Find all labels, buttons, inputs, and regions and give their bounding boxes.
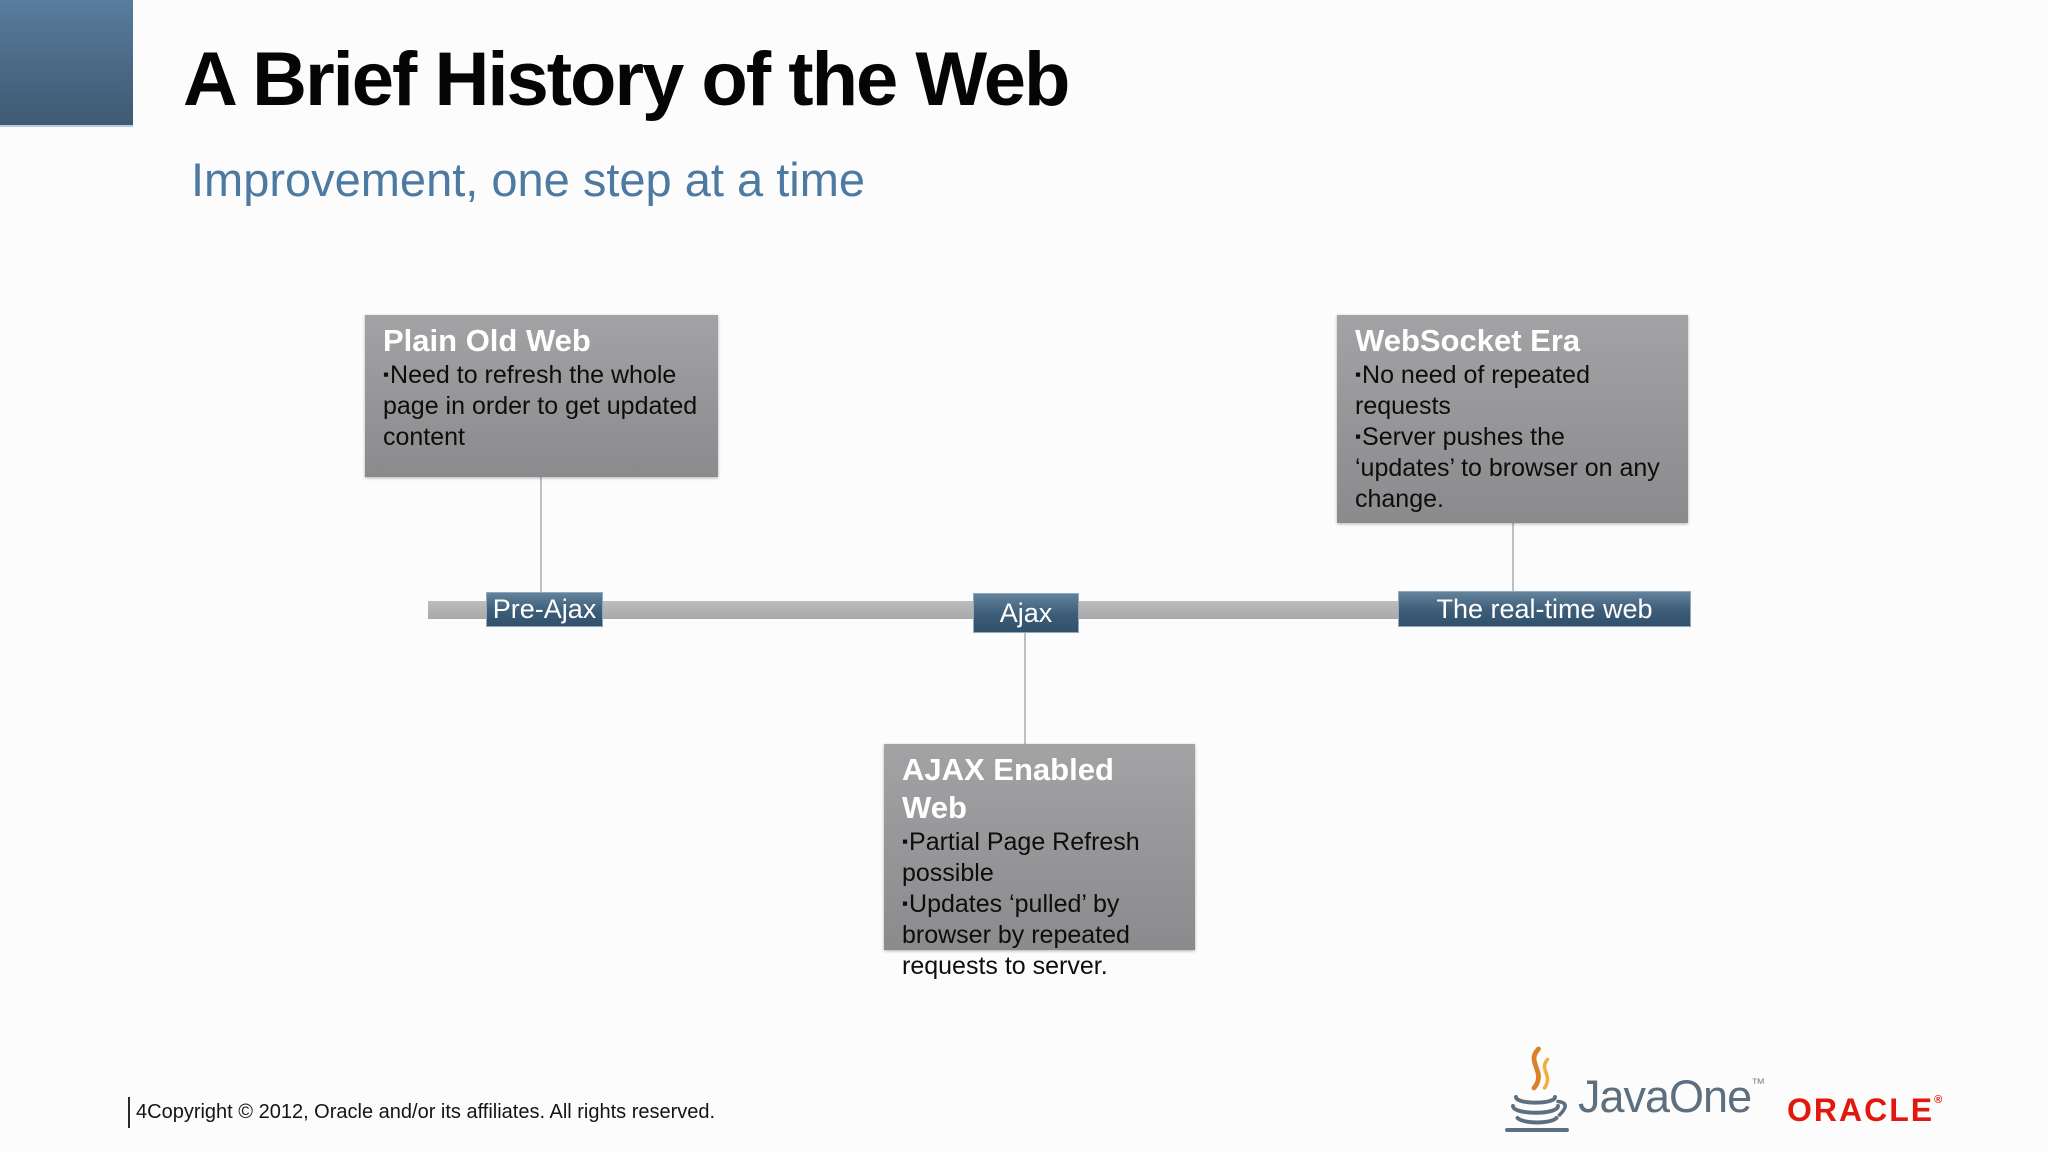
slide-number: 4 (136, 1101, 148, 1123)
connector-ajax (1024, 632, 1026, 744)
info-box-plain-old-web: Plain Old Web ▪Need to refresh the whole… (365, 315, 718, 477)
bullet-marker-icon: ▪ (1355, 364, 1362, 384)
bullet-item: ▪Partial Page Refresh possible (902, 827, 1179, 889)
page-title: A Brief History of the Web (183, 37, 1070, 122)
timeline-label-ajax: Ajax (973, 593, 1079, 633)
info-box-ajax-enabled-web: AJAX Enabled Web ▪Partial Page Refresh p… (884, 744, 1195, 980)
bullet-marker-icon: ▪ (902, 893, 909, 913)
bullet-marker-icon: ▪ (383, 364, 390, 384)
timeline-label-realtime-web: The real-time web (1398, 591, 1691, 627)
bullet-text: No need of repeated requests (1355, 360, 1590, 420)
javaone-cup-icon (1498, 1046, 1576, 1147)
javaone-wordmark: JavaOne™ (1578, 1070, 1765, 1122)
bullet-item: ▪Updates ‘pulled’ by browser by repeated… (902, 889, 1179, 982)
bullet-item: ▪No need of repeated requests (1355, 360, 1668, 422)
registered-symbol: ® (1934, 1094, 1943, 1106)
bullet-text: Updates ‘pulled’ by browser by repeated … (902, 889, 1130, 980)
bullet-text: Need to refresh the whole page in order … (383, 360, 698, 451)
info-box-title: WebSocket Era (1355, 323, 1581, 358)
oracle-logo: ORACLE® (1787, 1092, 1942, 1129)
copyright-text: Copyright © 2012, Oracle and/or its affi… (147, 1101, 716, 1123)
bullet-item: ▪Server pushes the ‘updates’ to browser … (1355, 422, 1668, 515)
trademark-symbol: ™ (1751, 1074, 1765, 1091)
timeline-label-pre-ajax: Pre-Ajax (486, 592, 603, 627)
corner-accent-square (0, 0, 133, 127)
bullet-text: Partial Page Refresh possible (902, 827, 1140, 887)
javaone-logo: JavaOne™ (1498, 1046, 1765, 1147)
info-box-title: Plain Old Web (383, 323, 591, 358)
connector-websocket (1512, 523, 1514, 592)
bullet-marker-icon: ▪ (1355, 426, 1362, 446)
info-box-title: AJAX Enabled Web (902, 752, 1114, 825)
bullet-item: ▪Need to refresh the whole page in order… (383, 360, 702, 453)
bullet-marker-icon: ▪ (902, 831, 909, 851)
bullet-text: Server pushes the ‘updates’ to browser o… (1355, 422, 1660, 513)
connector-plain-old-web (540, 477, 542, 592)
oracle-wordmark: ORACLE (1787, 1092, 1935, 1128)
info-box-websocket-era: WebSocket Era ▪No need of repeated reque… (1337, 315, 1688, 523)
page-subtitle: Improvement, one step at a time (191, 153, 865, 206)
